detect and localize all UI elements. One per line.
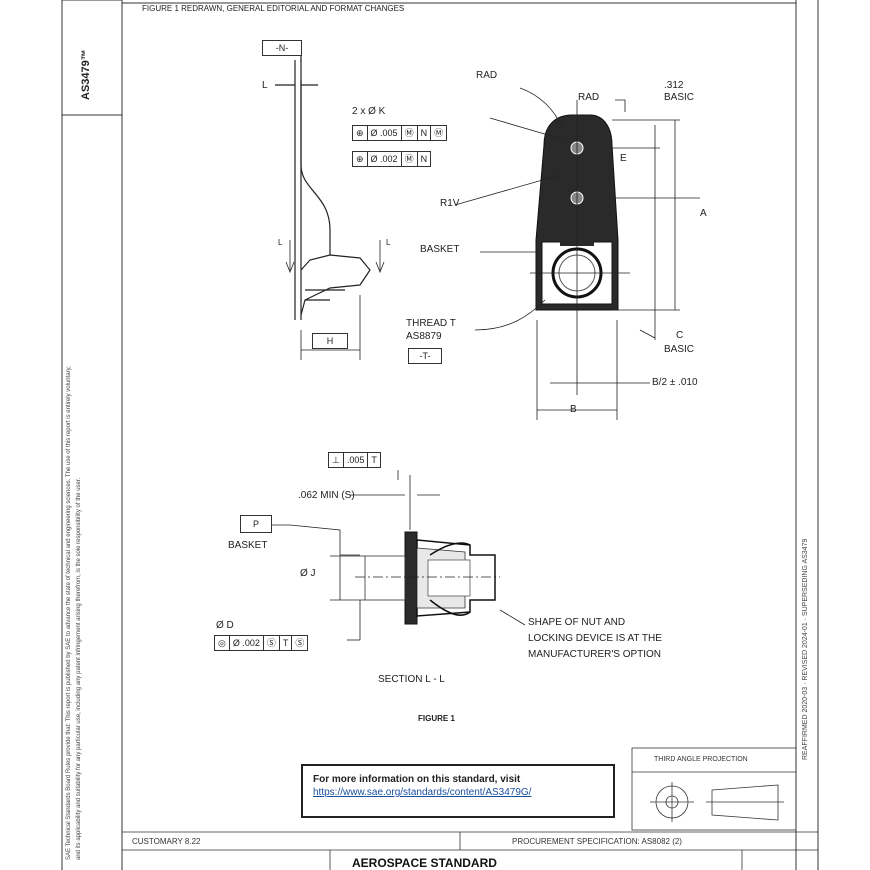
concentricity-frame: ◎ Ø .002 Ⓢ T Ⓢ (214, 635, 309, 651)
top-view (275, 45, 385, 360)
holes-label: 2 x Ø K (352, 106, 386, 117)
position-tolerance-frame-1: ⊕ Ø .005 Ⓜ N Ⓜ (352, 125, 448, 141)
min-note-label: .062 MIN (S) (298, 490, 355, 501)
shape-note-line-2: LOCKING DEVICE IS AT THE (528, 633, 662, 644)
fine-print-2: and its applicability and suitability fo… (76, 477, 82, 860)
fine-print-1: SAE Technical Standards Board Rules prov… (66, 366, 72, 860)
thread-spec-label: AS8879 (406, 331, 442, 342)
datum-t-box: -T- (408, 348, 442, 364)
rfs-icon: Ⓢ (295, 638, 305, 648)
thread-label: THREAD T (406, 318, 456, 329)
projection-label: THIRD ANGLE PROJECTION (654, 756, 748, 763)
doc-number-vertical: AS3479™ (80, 49, 92, 100)
section-title: SECTION L - L (378, 674, 445, 685)
title-block-lines (122, 831, 818, 870)
section-l-right: L (386, 238, 391, 247)
dim-a-label: A (700, 208, 707, 219)
datum-p-basket: BASKET (228, 540, 268, 551)
mmc-icon: Ⓜ (402, 152, 418, 166)
figure-caption: FIGURE 1 (418, 714, 455, 723)
info-box: For more information on this standard, v… (301, 764, 615, 818)
perpendicularity-frame: ⊥ .005 T (328, 452, 381, 468)
basic-312-label: .312 (664, 80, 684, 91)
mmc-icon: Ⓜ (434, 128, 444, 138)
position-symbol-icon: ⊕ (353, 152, 368, 166)
basket-label: BASKET (420, 244, 460, 255)
rad-label-2: RAD (578, 92, 600, 103)
section-l-left: L (278, 238, 283, 247)
dim-l-label: L (262, 80, 268, 91)
basic-c-sub: BASIC (664, 344, 695, 355)
dim-j-label: Ø J (300, 568, 316, 579)
rfs-icon: Ⓢ (264, 636, 280, 650)
dim-h-box: H (312, 333, 348, 349)
mmc-icon: Ⓜ (402, 126, 418, 140)
datum-p-box: P (240, 515, 272, 533)
position-symbol-icon: ⊕ (353, 126, 368, 140)
info-link[interactable]: https://www.sae.org/standards/content/AS… (313, 787, 532, 798)
position-tolerance-frame-2: ⊕ Ø .002 Ⓜ N (352, 151, 432, 167)
header-note: FIGURE 1 REDRAWN, GENERAL EDITORIAL AND … (142, 4, 405, 13)
aero-standard-title: AEROSPACE STANDARD (352, 856, 497, 870)
customer-code: CUSTOMARY 8.22 (132, 837, 201, 846)
dim-e-label: E (620, 153, 627, 164)
projection-block (631, 747, 797, 831)
dim-b2-label: B/2 ± .010 (652, 377, 698, 388)
right-margin-note: REAFFIRMED 2020-03 · REVISED 2024-01 · S… (802, 538, 809, 760)
datum-n-box: -N- (262, 40, 302, 56)
perpendicular-icon: ⊥ (329, 453, 344, 467)
info-title: For more information on this standard, v… (313, 774, 521, 785)
basic-c-label: C (676, 330, 684, 341)
concentricity-icon: ◎ (215, 636, 230, 650)
dim-b-label: B (570, 404, 577, 415)
section-view (255, 470, 526, 641)
basic-312-sub: BASIC (664, 92, 695, 103)
procurement-spec: PROCUREMENT SPECIFICATION: AS8082 (2) (512, 837, 682, 846)
dim-d-label: Ø D (216, 620, 234, 631)
rad-label-1: RAD (476, 70, 498, 81)
shape-note-line-3: MANUFACTURER'S OPTION (528, 649, 662, 660)
shape-note-line-1: SHAPE OF NUT AND (528, 617, 626, 628)
front-view (454, 87, 700, 420)
r-note-label: R1V (440, 198, 460, 209)
